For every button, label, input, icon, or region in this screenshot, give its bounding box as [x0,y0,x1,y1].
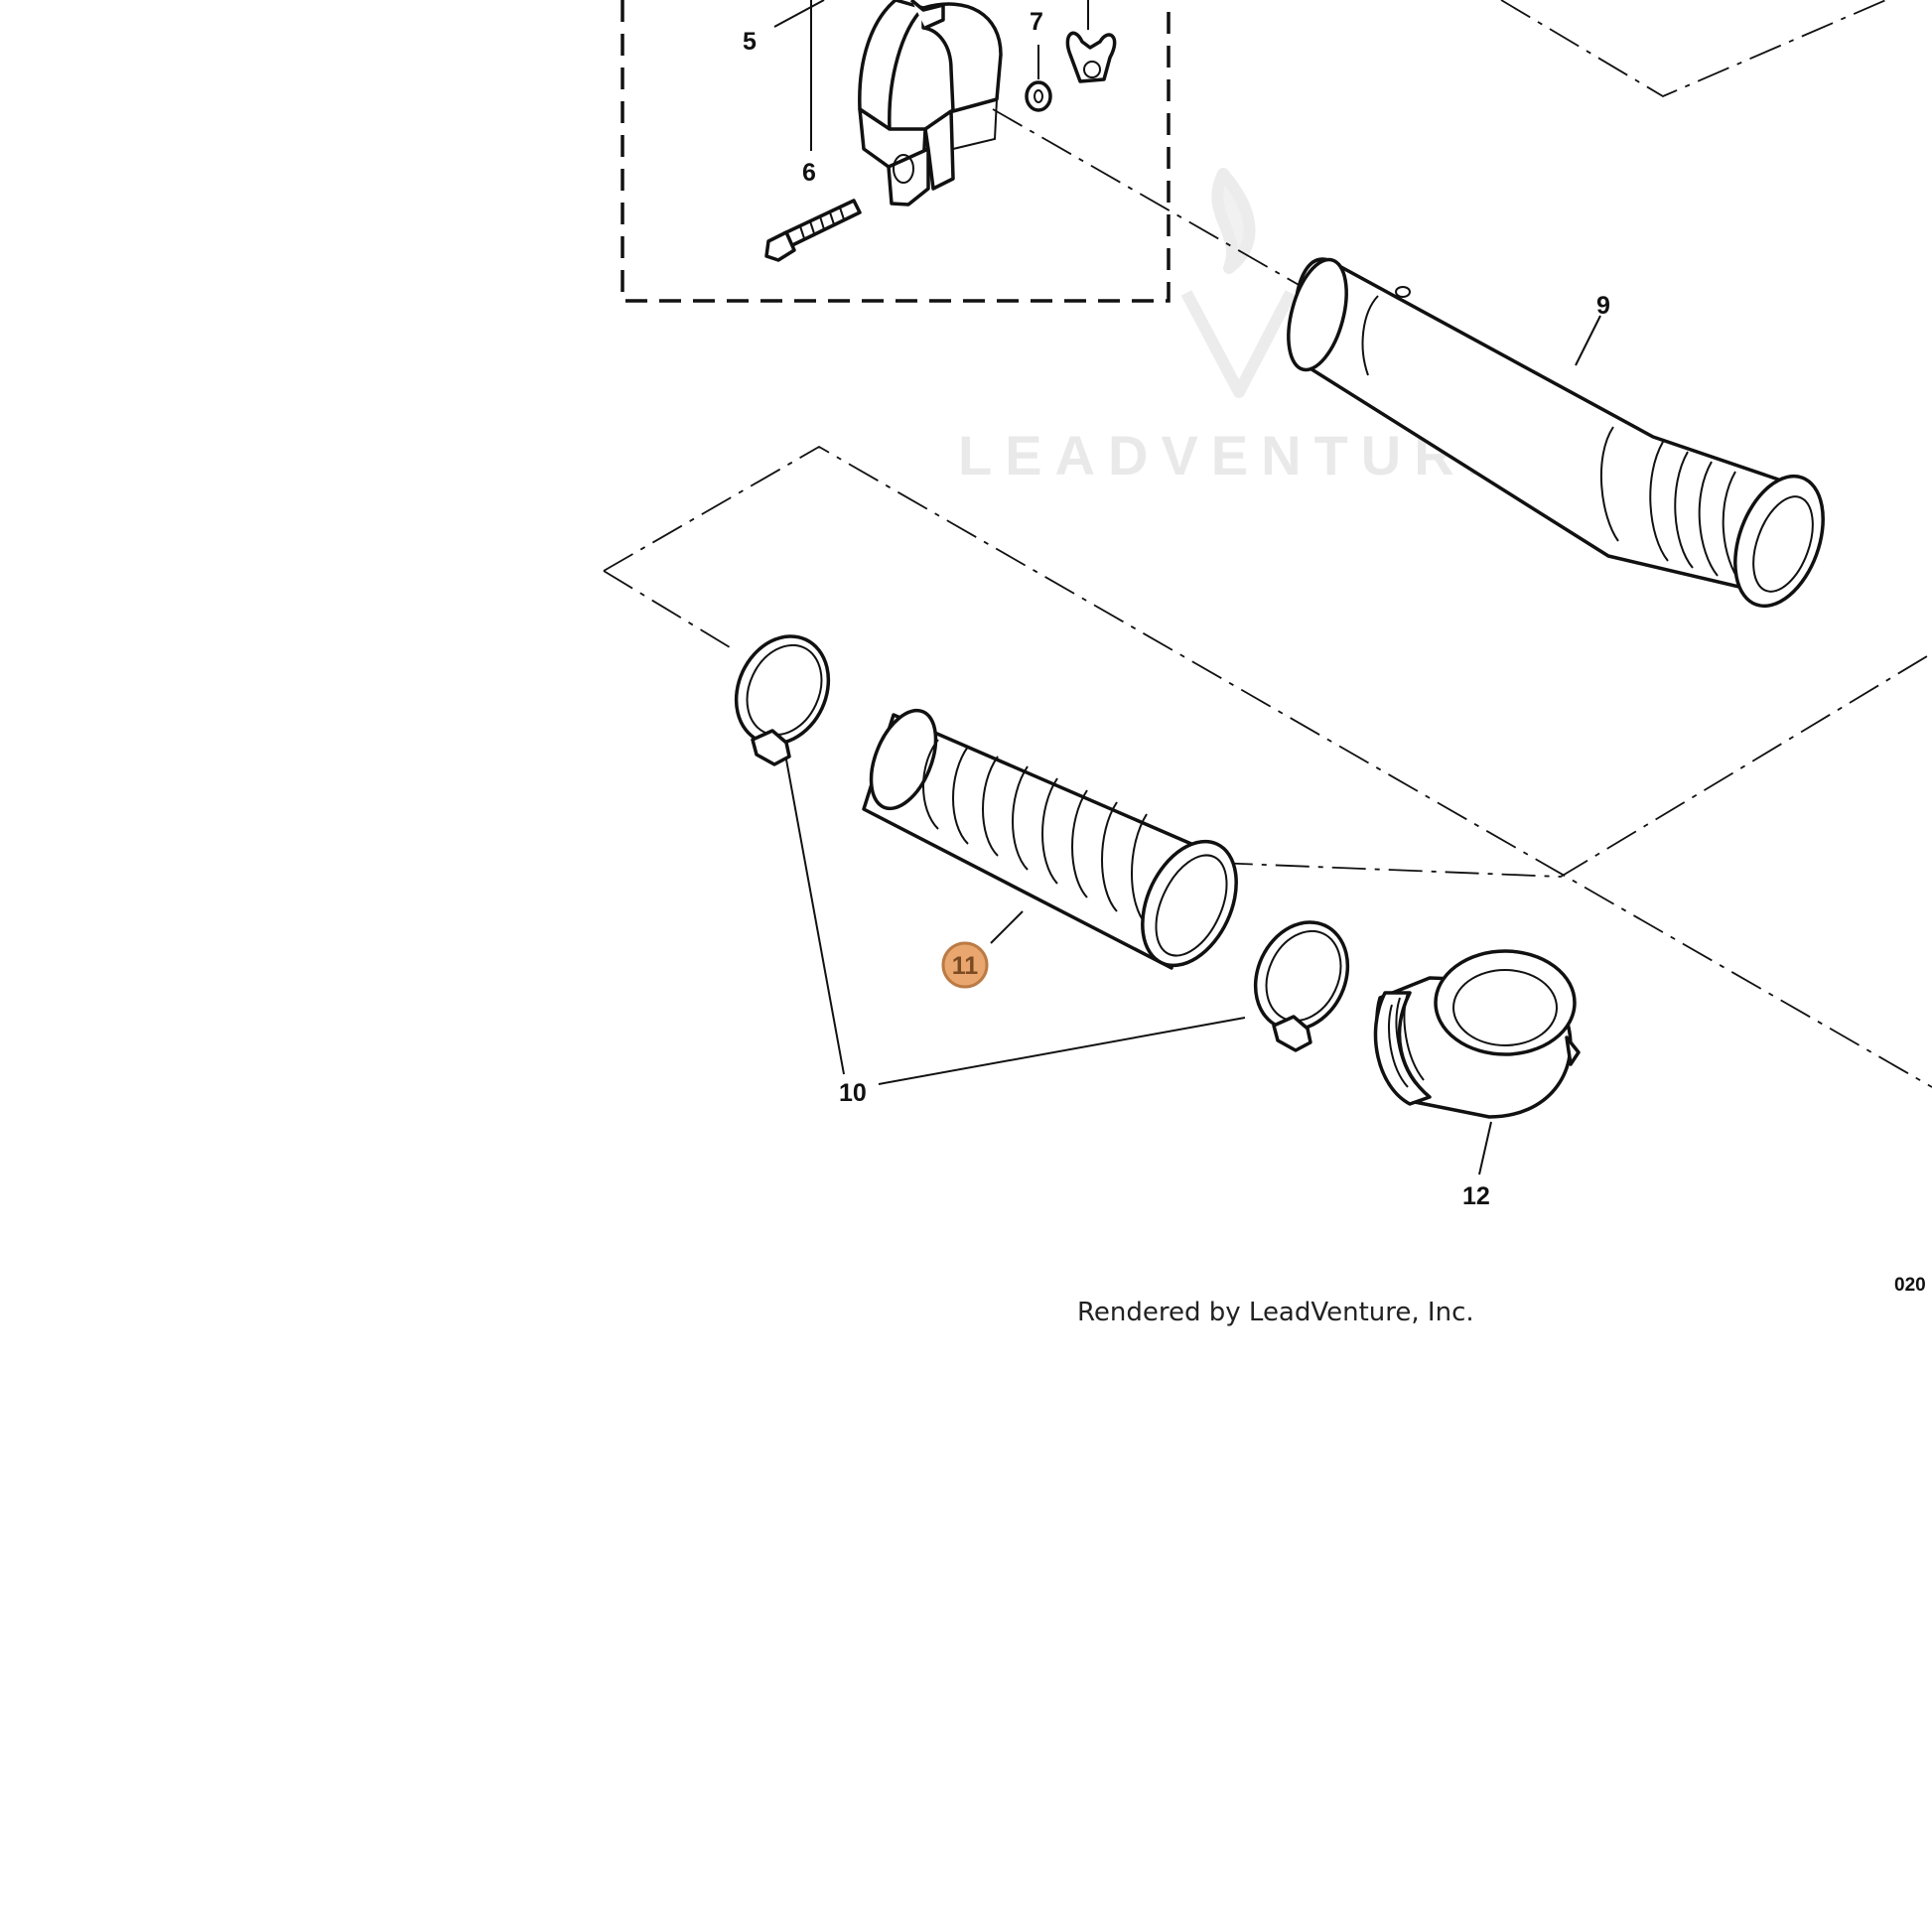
leader-lines [773,0,1601,1175]
leader-5 [773,0,825,28]
callout-11-highlight[interactable]: 11 [941,941,989,989]
callout-12[interactable]: 12 [1462,1182,1490,1210]
part-bellows-hose [862,708,1238,970]
callout-10[interactable]: 10 [839,1079,867,1107]
part-washer [1025,80,1052,112]
dashed-group-box [621,0,1171,303]
callout-7[interactable]: 7 [1030,8,1043,36]
part-hose-clamp-upper [734,634,831,766]
leader-11 [990,910,1024,944]
part-wing-nut [1065,31,1117,83]
highlight-circle-icon [941,941,989,989]
footer: 020 Rendered by LeadVenture, Inc. [1077,1275,1926,1327]
leader-9 [1575,315,1601,366]
diagram-code: 020 [1894,1275,1926,1296]
callout-5[interactable]: 5 [743,28,757,56]
part-bolt [764,199,862,262]
callout-6[interactable]: 6 [802,159,816,187]
callouts: 5 6 7 9 10 12 11 [743,8,1610,1210]
rendered-by-text: Rendered by LeadVenture, Inc. [1077,1298,1474,1327]
watermark-logo-icon [1180,168,1297,398]
leader-12 [1478,1121,1492,1175]
part-hose-clamp-lower [1253,920,1350,1052]
callout-11[interactable]: 11 [952,952,979,980]
part-blower-pipe [1287,257,1825,609]
part-bracket-clamp [858,0,1003,207]
leader-10 [785,759,1246,1085]
callout-9[interactable]: 9 [1596,292,1610,320]
part-elbow-fitting [1373,949,1581,1119]
